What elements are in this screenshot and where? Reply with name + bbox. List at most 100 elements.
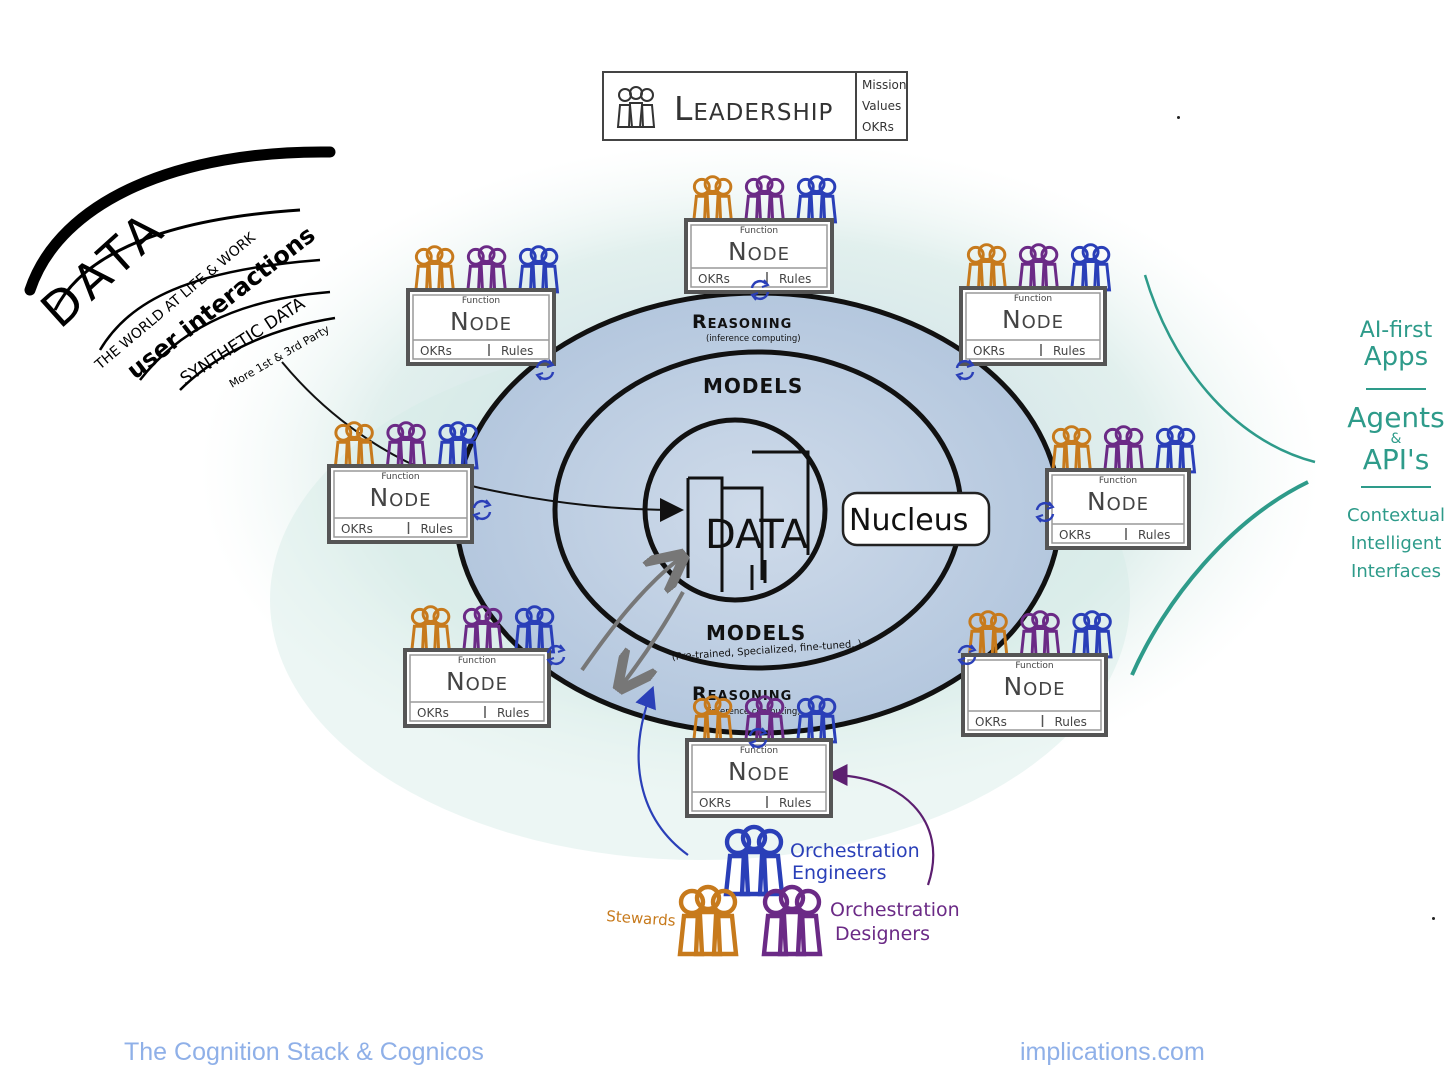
node-box xyxy=(959,286,1107,366)
engineers-label-line1: Orchestration xyxy=(790,840,920,862)
reasoning-sub-bottom: (inference computing) xyxy=(706,707,801,717)
outputs-panel: AI-first Apps Agents & API's Contextual … xyxy=(1340,318,1452,586)
sync-cycle-icon xyxy=(750,279,770,301)
node-function-label: Function xyxy=(381,472,419,482)
designers-label-line1: Orchestration xyxy=(830,899,960,921)
node-box xyxy=(1045,468,1191,550)
node-rules-label: Rules xyxy=(421,522,453,536)
sync-cycle-icon xyxy=(546,644,566,666)
sync-cycle-icon xyxy=(1035,501,1055,523)
leadership-okrs: OKRs xyxy=(862,120,894,134)
data-core-label: DATA xyxy=(705,512,809,558)
node-box xyxy=(327,464,474,544)
node-name: Node xyxy=(728,757,790,786)
nucleus-label: Nucleus xyxy=(849,503,968,538)
output-agents: Agents & API's xyxy=(1340,404,1452,474)
node-name: Node xyxy=(728,237,790,266)
output-interfaces-line2: Intelligent xyxy=(1350,533,1442,554)
node-function-label: Function xyxy=(462,296,500,306)
node-function-label: Function xyxy=(740,746,778,756)
data-arc-line-4 xyxy=(179,316,336,391)
output-divider-2 xyxy=(1361,486,1431,488)
node-box-inner xyxy=(409,654,545,722)
sync-cycle-icon xyxy=(748,727,768,749)
engineers-arrow xyxy=(635,685,689,856)
stray-dot-2 xyxy=(1432,917,1435,920)
node-okrs-label: OKRs xyxy=(973,344,1005,358)
node-okrs-label: OKRs xyxy=(417,706,449,720)
data-feedback-arrow-up xyxy=(580,558,680,672)
node-rules-label: Rules xyxy=(501,344,533,358)
leadership-side-list: Mission Values OKRs xyxy=(862,75,906,138)
sync-cycle-icon xyxy=(535,359,555,381)
stewards-label: Stewards xyxy=(606,907,677,930)
node-rules-label: Rules xyxy=(497,706,529,720)
node-name: Node xyxy=(1002,305,1064,334)
orchestration-engineers-icon xyxy=(723,824,785,897)
node-name: Node xyxy=(1003,672,1065,701)
output-interfaces-line1: Contextual xyxy=(1347,505,1445,526)
data-feedback-arrow-down xyxy=(622,591,685,685)
nucleus-box xyxy=(841,491,991,547)
node-box xyxy=(961,653,1108,737)
output-agents-line3: API's xyxy=(1362,443,1430,476)
footer-site-link[interactable]: implications.com xyxy=(1020,1038,1205,1066)
output-apps-line1: AI-first xyxy=(1359,318,1433,343)
data-arc-line-2 xyxy=(98,258,321,351)
node-name: Node xyxy=(450,307,512,336)
designers-label-line2: Designers xyxy=(835,923,930,945)
models-label-top: MODELS xyxy=(703,374,803,398)
leadership-values: Values xyxy=(862,99,902,113)
node-box-inner xyxy=(690,224,828,288)
output-agents-line2: & xyxy=(1390,431,1402,447)
engineer-icon xyxy=(1071,610,1113,659)
outputs-bracket-bottom xyxy=(1130,480,1309,676)
leadership-title: Leadership xyxy=(674,89,834,128)
node-box-inner xyxy=(965,292,1101,360)
reasoning-label-top: Reasoning xyxy=(692,311,792,333)
node-okrs-label: OKRs xyxy=(420,344,452,358)
models-label-bottom: MODELS xyxy=(706,621,806,645)
output-agents-line1: Agents xyxy=(1347,401,1445,434)
node-function-label: Function xyxy=(1015,661,1053,671)
sync-cycle-icon xyxy=(955,359,975,381)
node-okrs-label: OKRs xyxy=(698,272,730,286)
output-apps-line2: Apps xyxy=(1363,342,1429,372)
node-function-label: Function xyxy=(458,656,496,666)
orchestration-designers-icon xyxy=(761,884,823,957)
node-rules-label: Rules xyxy=(779,796,811,810)
node-name: Node xyxy=(1087,487,1149,516)
data-core-icon xyxy=(686,450,810,592)
designers-arrow xyxy=(825,764,935,886)
output-interfaces-line3: Interfaces xyxy=(1351,561,1441,582)
node-function-label: Function xyxy=(740,226,778,236)
output-interfaces: Contextual Intelligent Interfaces xyxy=(1340,502,1452,586)
footer-title[interactable]: The Cognition Stack & Cognicos xyxy=(124,1038,484,1066)
node-rules-label: Rules xyxy=(1055,715,1087,729)
output-divider-1 xyxy=(1366,388,1426,390)
node-okrs-label: OKRs xyxy=(1059,528,1091,542)
node-rules-label: Rules xyxy=(779,272,811,286)
data-arc-line-3 xyxy=(139,290,331,381)
data-arc-bold-stroke xyxy=(24,146,336,296)
node-rules-label: Rules xyxy=(1138,528,1170,542)
node-okrs-label: OKRs xyxy=(341,522,373,536)
node-function-label: Function xyxy=(1099,476,1137,486)
node-okrs-label: OKRs xyxy=(699,796,731,810)
output-apps: AI-first Apps xyxy=(1340,318,1452,370)
outputs-bracket-top xyxy=(1143,274,1316,464)
sync-cycle-icon xyxy=(472,499,492,521)
leadership-side-divider xyxy=(855,73,857,139)
node-box xyxy=(406,288,556,366)
node-box-inner xyxy=(1051,474,1185,544)
leadership-box: Leadership Mission Values OKRs xyxy=(602,71,908,141)
